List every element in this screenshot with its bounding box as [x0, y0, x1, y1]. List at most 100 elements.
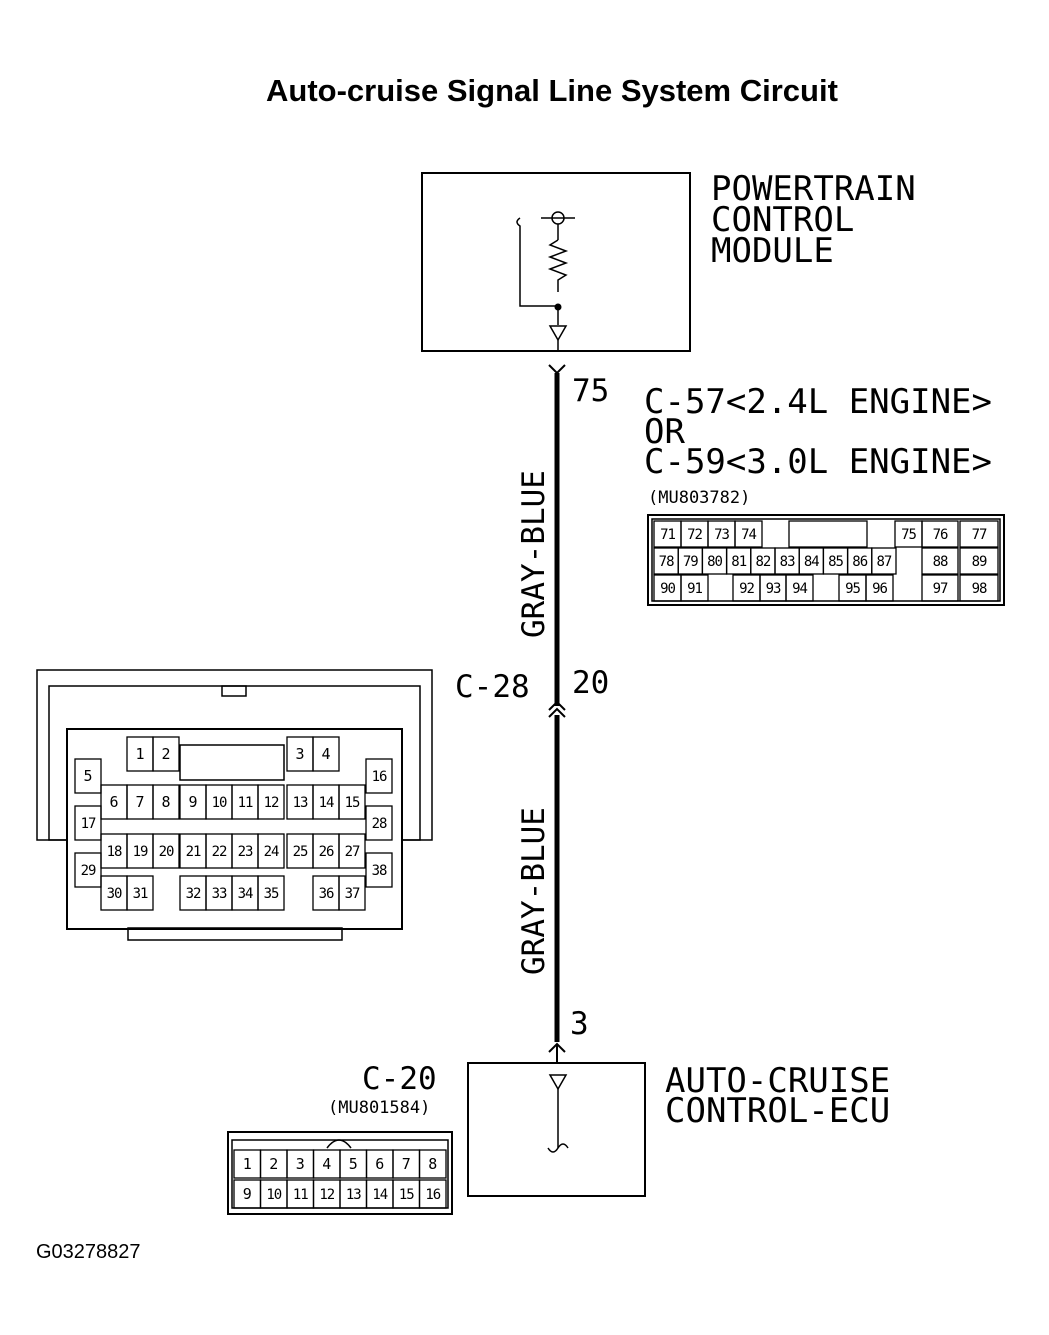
pin-number: 20 — [159, 844, 174, 860]
pin-number: 33 — [212, 886, 227, 902]
pin-number: 37 — [345, 886, 360, 902]
pcm-box — [421, 172, 691, 352]
pin-number: 9 — [188, 793, 197, 811]
pin-number: 26 — [319, 844, 334, 860]
pin-number: 8 — [161, 793, 170, 811]
pin-number: 71 — [660, 527, 675, 543]
pin-number: 6 — [375, 1155, 384, 1173]
pin-number: 97 — [933, 581, 948, 597]
connector-c57-c59: C-57<2.4L ENGINE> OR C-59<3.0L ENGINE> (… — [644, 382, 1005, 606]
pin-number: 17 — [81, 816, 96, 832]
ground-arrow-icon — [548, 325, 568, 342]
pin-number: 72 — [687, 527, 702, 543]
blank-cell — [788, 520, 868, 548]
pin-number: 25 — [293, 844, 308, 860]
wire-lower-color: GRAY-BLUE — [516, 807, 552, 975]
pin-number: 36 — [319, 886, 334, 902]
pin-cell — [338, 875, 366, 911]
pin-number: 16 — [372, 769, 387, 785]
connector-top-label-line-2: OR — [644, 412, 685, 452]
pin-number: 15 — [399, 1187, 414, 1203]
pin-cell — [365, 758, 393, 794]
pin-number: 84 — [804, 554, 819, 570]
wire-upper-color: GRAY-BLUE — [516, 470, 552, 638]
pin-number: 21 — [186, 844, 201, 860]
pin-number: 1 — [243, 1155, 252, 1173]
pin-number: 24 — [264, 844, 279, 860]
ecu-block: AUTO-CRUISE CONTROL-ECU — [467, 1061, 890, 1197]
pin-cell — [865, 574, 894, 602]
pin-number: 2 — [269, 1155, 278, 1173]
pin-number: 86 — [852, 554, 867, 570]
pin-number: 98 — [972, 581, 987, 597]
junction-name: C-28 — [455, 669, 530, 705]
connector-top-label-line-1: C-57<2.4L ENGINE> — [644, 382, 992, 422]
connector-c20-latch — [326, 1139, 352, 1149]
pin-number: 14 — [319, 795, 334, 811]
pin-cell — [921, 520, 959, 548]
pin-number: 85 — [828, 554, 843, 570]
connector-top-part-number: (MU803782) — [648, 488, 750, 508]
pin-number: 14 — [372, 1187, 387, 1203]
pin-number: 11 — [293, 1187, 308, 1203]
pin-cell — [126, 875, 154, 911]
pin-cell — [959, 574, 999, 602]
junction-pin-number: 20 — [572, 665, 609, 701]
pin-number: 79 — [683, 554, 698, 570]
pin-number: 89 — [972, 554, 987, 570]
pin-cell — [152, 736, 180, 772]
pin-cell — [734, 520, 763, 548]
pin-number: 15 — [345, 795, 360, 811]
pin-number: 23 — [238, 844, 253, 860]
pin-number: 93 — [766, 581, 781, 597]
pin-number: 1 — [135, 745, 144, 763]
pin-cell — [257, 784, 285, 820]
pin-number: 5 — [349, 1155, 358, 1173]
pin-cell — [365, 852, 393, 888]
pin-cell — [74, 805, 102, 841]
pin-number: 75 — [901, 527, 916, 543]
pin-number: 35 — [264, 886, 279, 902]
pin-cell — [338, 784, 366, 820]
pin-number: 8 — [428, 1155, 437, 1173]
pin-number: 16 — [425, 1187, 440, 1203]
pin-number: 78 — [659, 554, 674, 570]
pin-cell — [959, 547, 999, 575]
pcm-name-line-3: MODULE — [711, 231, 834, 271]
pin-number: 30 — [107, 886, 122, 902]
junction-connector-icon — [548, 700, 566, 718]
ecu-pin-number: 3 — [570, 1006, 589, 1042]
pin-number: 10 — [212, 795, 227, 811]
pin-number: 92 — [739, 581, 754, 597]
pin-number: 9 — [243, 1185, 252, 1203]
pin-cell — [152, 784, 180, 820]
ecu-name-line-1: AUTO-CRUISE — [665, 1061, 890, 1101]
pin-number: 73 — [714, 527, 729, 543]
pin-number: 29 — [81, 863, 96, 879]
pin-cell — [680, 574, 709, 602]
pin-cell — [921, 547, 959, 575]
pin-cell — [257, 875, 285, 911]
connector-top-outline — [647, 514, 1005, 606]
pin-number: 28 — [372, 816, 387, 832]
pin-number: 27 — [345, 844, 360, 860]
pin-number: 12 — [264, 795, 279, 811]
input-arrow-icon — [548, 1074, 568, 1091]
connector-c20-part-number: (MU801584) — [328, 1098, 430, 1118]
pin-cell — [418, 1179, 447, 1209]
pin-number: 88 — [933, 554, 948, 570]
pin-number: 77 — [972, 527, 987, 543]
pin-number: 13 — [346, 1187, 361, 1203]
pin-number: 95 — [845, 581, 860, 597]
pin-cell — [871, 547, 897, 575]
pin-number: 13 — [293, 795, 308, 811]
pin-number: 3 — [296, 1155, 305, 1173]
ecu-name-line-2: CONTROL-ECU — [665, 1091, 890, 1131]
pin-number: 3 — [295, 745, 304, 763]
pin-cell — [152, 833, 180, 869]
figure-id: G03278827 — [36, 1241, 141, 1263]
